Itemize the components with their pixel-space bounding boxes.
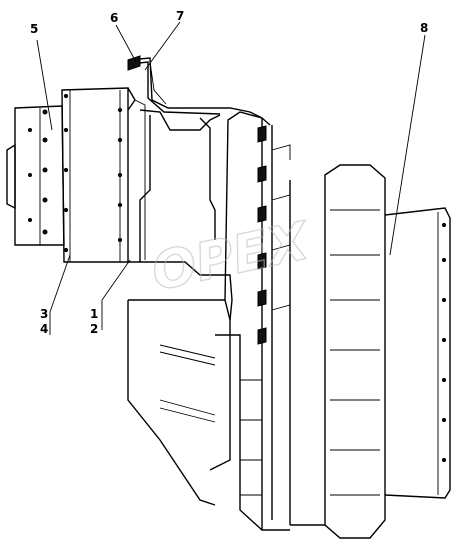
callout-1: 1 [90, 307, 98, 321]
wheel-sprocket [290, 164, 451, 539]
callout-3: 3 [40, 307, 48, 321]
callout-8: 8 [420, 21, 428, 35]
cover-housing [127, 55, 263, 262]
callout-6: 6 [110, 11, 118, 25]
callout-4: 4 [40, 322, 48, 336]
leader-lines [36, 21, 426, 335]
callout-7: 7 [176, 9, 184, 23]
gear-ring-segment [240, 118, 291, 530]
central-housing [127, 111, 290, 531]
callout-2: 2 [90, 322, 98, 336]
motor-unit [6, 87, 129, 263]
callout-5: 5 [30, 22, 38, 36]
